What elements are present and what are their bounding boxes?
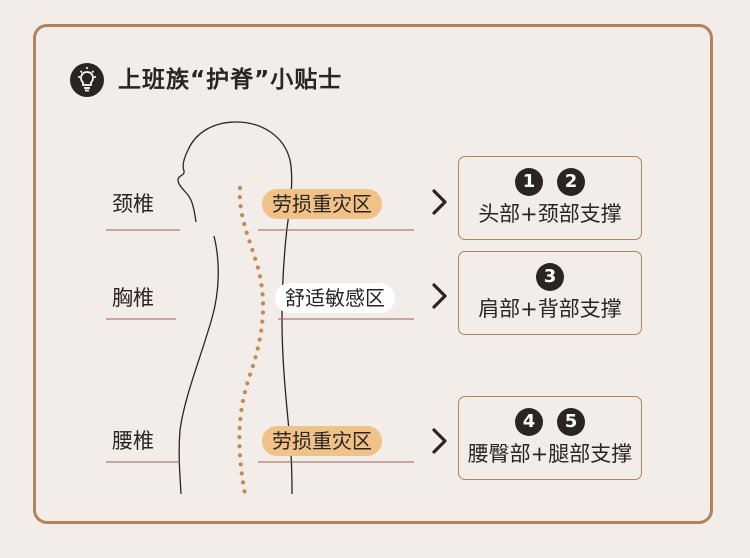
support-text-lumbar: 腰臀部+腿部支撑 [467, 442, 633, 466]
support-text-cervical: 头部+颈部支撑 [478, 202, 622, 226]
number-badge: 5 [557, 408, 585, 436]
lightbulb-icon [70, 63, 104, 97]
chevron-right-icon [431, 187, 449, 217]
back-outline [281, 227, 293, 495]
front-outline [178, 235, 219, 495]
number-badge: 2 [557, 168, 585, 196]
number-badge: 1 [515, 168, 543, 196]
zone-badge-cervical: 劳损重灾区 [262, 189, 382, 219]
segment-label-lumbar: 腰椎 [112, 429, 154, 453]
segment-label-cervical: 颈椎 [112, 192, 154, 216]
zone-badge-thoracic: 舒适敏感区 [275, 283, 395, 313]
chevron-right-icon [431, 426, 449, 456]
support-text-thoracic: 肩部+背部支撑 [478, 297, 622, 321]
support-box-lumbar: 4 5 腰臀部+腿部支撑 [458, 396, 642, 480]
support-box-thoracic: 3 肩部+背部支撑 [458, 251, 642, 335]
number-badge: 3 [536, 263, 564, 291]
page-title: 上班族“护脊”小贴士 [118, 67, 343, 93]
zone-badge-lumbar: 劳损重灾区 [262, 426, 382, 456]
chevron-right-icon [431, 281, 449, 311]
head-outline [177, 121, 293, 229]
segment-label-thoracic: 胸椎 [112, 286, 154, 310]
support-box-cervical: 1 2 头部+颈部支撑 [458, 156, 642, 240]
number-badge: 4 [515, 408, 543, 436]
spine-dots [237, 185, 266, 497]
